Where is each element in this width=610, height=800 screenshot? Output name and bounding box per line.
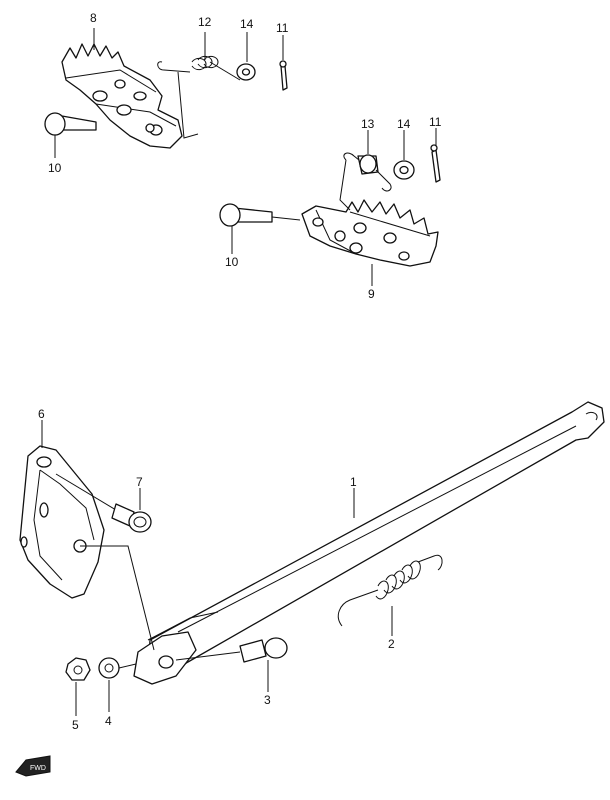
nut-part-5 [65,657,91,681]
pin-part-10-left [44,112,155,136]
leader-lines [41,28,437,716]
callout-numbers: 1 2 3 4 5 6 7 8 9 10 10 11 11 12 13 14 1… [38,11,442,732]
callout-7: 7 [136,475,143,489]
side-stand-part-1 [80,401,605,685]
fwd-arrow-indicator: FWD [15,755,51,777]
callout-14a: 14 [240,17,254,31]
fwd-label: FWD [30,765,46,772]
washer-part-4 [98,657,137,679]
cotter-pin-part-11-right [430,144,441,183]
callout-14b: 14 [397,117,411,131]
footrest-part-9 [301,199,439,267]
callout-4: 4 [105,714,112,728]
callout-13: 13 [361,117,375,131]
callout-11a: 11 [276,21,289,35]
cotter-pin-part-11-left [279,60,288,91]
spring-part-12 [157,55,241,139]
callout-3: 3 [264,693,271,707]
bolt-part-3 [175,637,288,663]
callout-6: 6 [38,407,45,421]
callout-5: 5 [72,718,79,732]
left-footrest-assembly [44,43,288,149]
bolt-part-7 [55,473,152,533]
spring-part-13 [339,152,392,211]
callout-2: 2 [388,637,395,651]
footrest-part-8 [61,43,183,149]
washer-part-14-left [236,63,256,81]
washer-part-14-right [393,160,415,180]
bracket-part-6 [19,445,105,599]
callout-1: 1 [350,475,357,489]
callout-10b: 10 [225,255,239,269]
callout-12: 12 [198,15,212,29]
callout-8: 8 [90,11,97,25]
callout-10a: 10 [48,161,62,175]
callout-11b: 11 [429,115,442,129]
spring-part-2 [337,554,443,627]
callout-9: 9 [368,287,375,301]
right-footrest-assembly [219,144,441,267]
stand-assembly [19,401,605,685]
pin-part-10-right [219,203,301,227]
